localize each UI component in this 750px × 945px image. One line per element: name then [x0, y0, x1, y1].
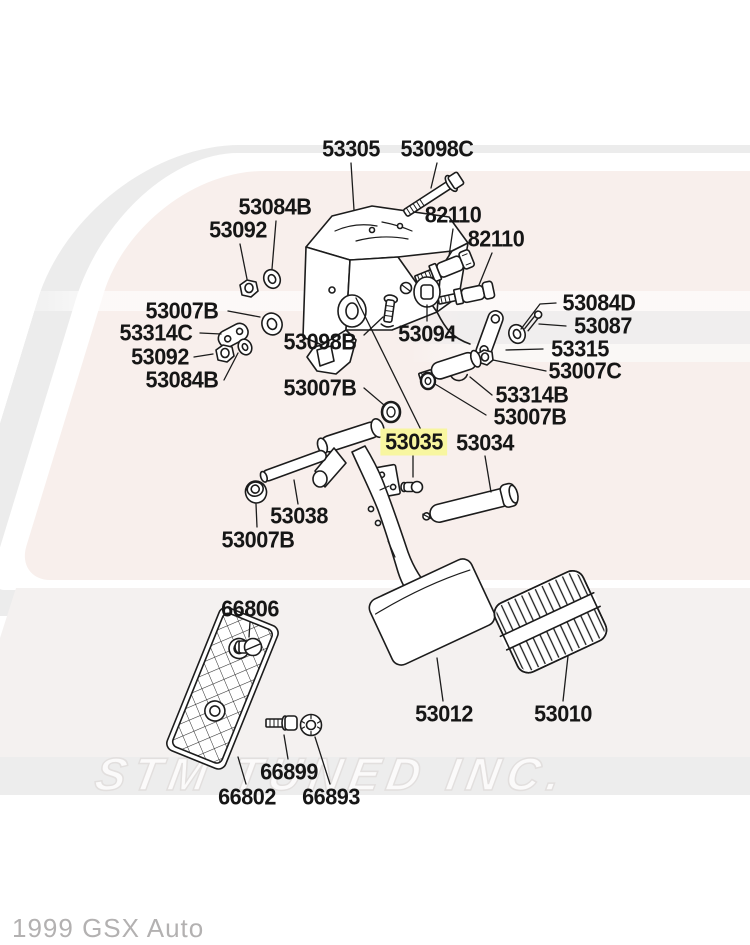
part-label-53007B-1: 53007B: [145, 297, 219, 324]
part-switch-82110-lower: [437, 281, 495, 309]
part-label-53087: 53087: [574, 312, 632, 339]
part-bolt-53098C: [400, 170, 465, 221]
part-damper-53034: [420, 482, 520, 528]
part-label-53007B-4: 53007B: [493, 403, 567, 430]
part-label-53007C: 53007C: [548, 357, 622, 384]
part-label-53092-2: 53092: [131, 343, 189, 370]
part-nut-53092-upper: [240, 280, 258, 297]
leader-lines: [194, 163, 568, 784]
part-label-82110-1: 82110: [424, 201, 482, 228]
part-label-53007B-2: 53007B: [221, 526, 295, 553]
part-label-53084B-1: 53084B: [238, 193, 312, 220]
part-label-53315: 53315: [551, 335, 609, 362]
part-washer-53084B-upper: [261, 267, 284, 291]
part-label-66806: 66806: [221, 595, 279, 622]
part-label-53035-highlighted: 53035: [380, 428, 448, 456]
part-label-53098B: 53098B: [283, 328, 357, 355]
part-nut-66893: [301, 715, 322, 736]
part-screw-66806: [235, 639, 262, 656]
part-label-66893: 66893: [302, 783, 360, 810]
part-label-53012: 53012: [415, 700, 473, 727]
part-label-66802: 66802: [218, 783, 276, 810]
part-grommet-53007B-4: [421, 373, 435, 389]
part-grommet-53007B-3: [382, 402, 400, 422]
part-footrest-66802: [164, 605, 280, 771]
watermark-band: [0, 757, 750, 795]
part-label-53038: 53038: [270, 502, 328, 529]
part-pin-53087: [524, 310, 543, 332]
part-pin-53035: [401, 482, 423, 493]
part-label-53314B: 53314B: [495, 381, 569, 408]
part-bolt-66899: [266, 716, 297, 730]
part-pedal-pivot: [313, 417, 400, 498]
part-ring-53084D: [506, 322, 528, 345]
part-label-53010: 53010: [534, 700, 592, 727]
part-label-82110-2: 82110: [467, 225, 525, 252]
part-label-66899: 66899: [260, 758, 318, 785]
part-screw-53098B: [380, 294, 397, 327]
part-bushing-53007B-2: [243, 479, 269, 506]
background-stripe: [410, 344, 750, 362]
part-label-53094: 53094: [398, 320, 456, 347]
part-label-53084D: 53084D: [562, 289, 636, 316]
background-stripe: [390, 311, 750, 344]
part-label-53034: 53034: [456, 429, 514, 456]
part-rod-53038: [259, 449, 328, 483]
part-pad-53012: [366, 556, 498, 669]
part-label-53084B-2: 53084B: [145, 366, 219, 393]
part-bracket-53305: [303, 206, 470, 440]
part-pad-53010: [488, 566, 613, 678]
part-bushing-53007B-1: [259, 310, 285, 338]
part-label-53007B-3: 53007B: [283, 374, 357, 401]
part-label-53092-1: 53092: [209, 216, 267, 243]
part-washer-53084B-2: [236, 337, 255, 357]
part-label-53314C: 53314C: [119, 319, 193, 346]
part-plate-53314C: [216, 321, 251, 351]
part-nut-53092-2: [216, 345, 234, 362]
vehicle-caption: 1999 GSX Auto: [12, 913, 205, 943]
part-label-53305: 53305: [322, 135, 380, 162]
part-label-53098C: 53098C: [400, 135, 474, 162]
